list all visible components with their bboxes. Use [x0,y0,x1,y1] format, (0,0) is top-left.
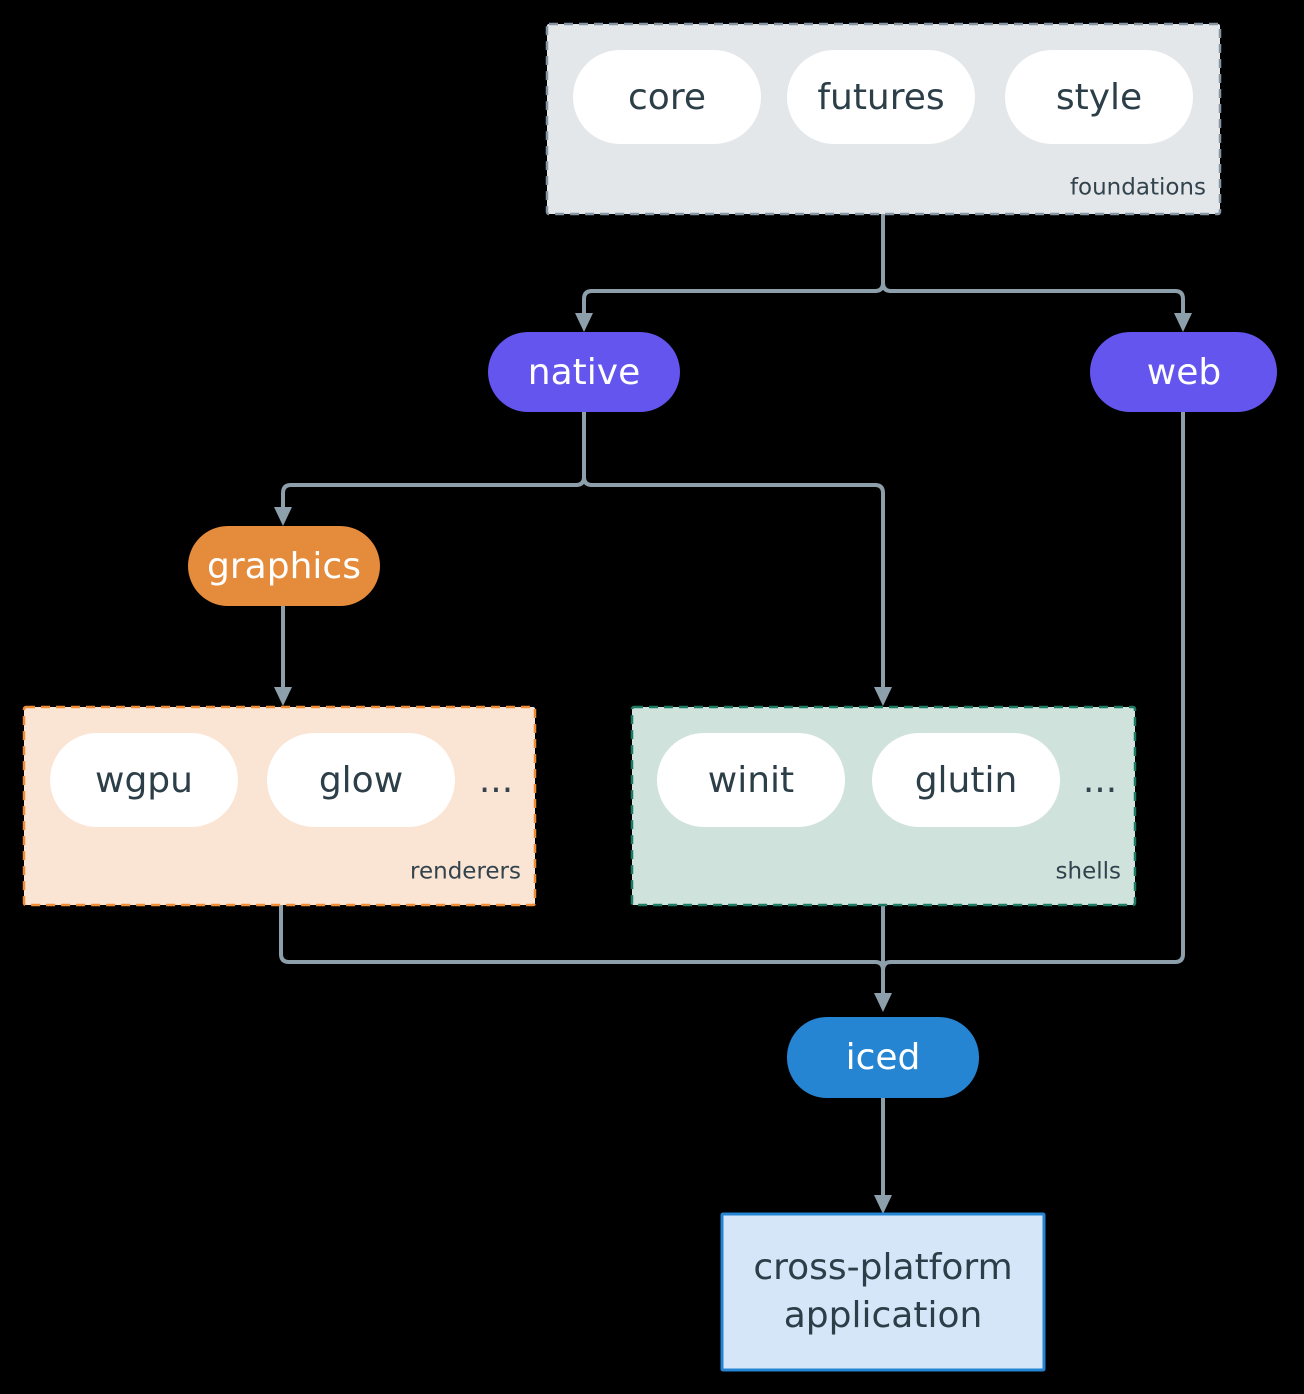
node-winit[interactable] [657,733,845,827]
node-web-label: web [1147,352,1221,393]
renderers-overflow-ellipsis: ... [479,760,513,801]
node-application-label-line2: application [784,1295,983,1336]
group-foundations: core futures style foundations [545,22,1222,216]
arrowhead-native [575,313,593,332]
renderers-caption: renderers [410,859,521,885]
edge-foundations-to-web [881,214,1185,318]
node-wgpu-label: wgpu [95,760,193,801]
node-glow-label: glow [319,760,403,801]
node-winit-label: winit [708,760,794,801]
node-web[interactable] [1090,332,1277,412]
group-iced: iced [787,1017,979,1098]
node-glutin[interactable] [872,733,1060,827]
node-native[interactable] [488,332,680,412]
node-graphics-label: graphics [207,546,361,587]
foundations-caption: foundations [1070,175,1206,201]
edge-layer [274,214,1192,1214]
edge-foundations-to-native [582,214,885,318]
group-web: web [1090,332,1277,412]
edge-native-to-graphics [281,412,586,512]
arrowhead-shells [874,687,892,706]
edge-renderers-to-iced [279,905,885,998]
node-native-label: native [528,352,640,393]
group-shells: winit glutin ... shells [630,705,1137,907]
arrowhead-renderers [274,687,292,706]
edge-web-to-iced [881,412,1185,998]
node-core[interactable] [573,50,761,144]
shells-caption: shells [1056,859,1121,885]
node-futures-label: futures [817,77,944,118]
arrowhead-graphics [274,507,292,526]
node-glutin-label: glutin [915,760,1018,801]
node-style[interactable] [1005,50,1193,144]
node-glow[interactable] [267,733,455,827]
node-style-label: style [1056,77,1142,118]
shells-overflow-ellipsis: ... [1083,760,1117,801]
node-graphics[interactable] [188,526,380,606]
node-application-label-line1: cross-platform [753,1247,1012,1288]
group-renderers: wgpu glow ... renderers [22,705,537,907]
node-iced[interactable] [787,1017,979,1098]
edge-native-to-shells [582,412,885,691]
group-application: cross-platform application [720,1212,1046,1372]
arrowhead-web [1174,313,1192,332]
node-futures[interactable] [787,50,975,144]
node-wgpu[interactable] [50,733,238,827]
arrowhead-application [874,1195,892,1214]
arrowhead-iced [874,993,892,1012]
group-native: native [488,332,680,412]
node-application[interactable] [720,1212,1046,1372]
node-iced-label: iced [846,1037,921,1078]
node-core-label: core [628,77,706,118]
group-graphics: graphics [188,526,380,606]
